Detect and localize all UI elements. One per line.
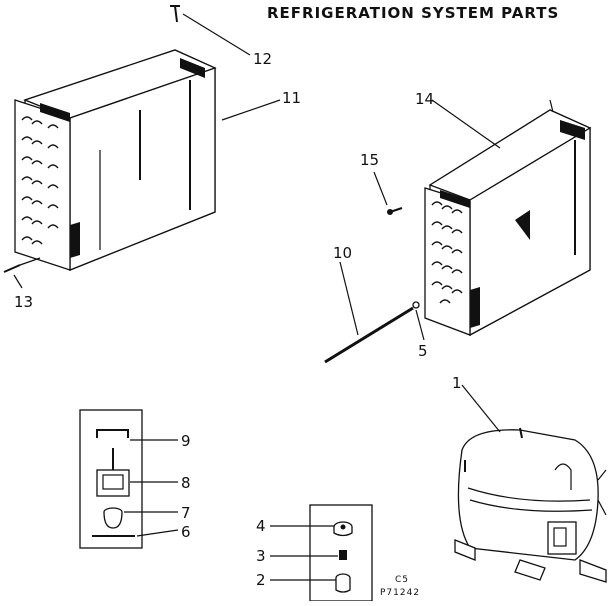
part-8-grommet — [96, 448, 130, 497]
part-9-clip — [96, 429, 129, 438]
callout-4: 4 — [256, 517, 266, 535]
coil-tubes-right — [431, 201, 463, 304]
part-12-screw — [170, 5, 180, 23]
part-14-coil-right — [424, 99, 592, 337]
callout-1: 1 — [452, 374, 462, 392]
callout-5: 5 — [418, 342, 428, 360]
leader-14 — [431, 99, 501, 149]
part-7-knob — [103, 507, 123, 529]
leader-10 — [339, 261, 359, 336]
leader-11 — [221, 99, 281, 121]
callout-14: 14 — [415, 90, 434, 108]
footer-code-top: C5 — [395, 575, 409, 585]
callout-3: 3 — [256, 547, 266, 565]
footer-code-bottom: P71242 — [380, 588, 420, 598]
part-2-fitting — [335, 573, 351, 593]
coil-tubes-left — [21, 116, 59, 245]
callout-13: 13 — [14, 293, 33, 311]
callout-6: 6 — [181, 523, 191, 541]
callout-2: 2 — [256, 571, 266, 589]
part-4-fitting — [333, 521, 353, 537]
inset-parts-2-4 — [309, 504, 373, 602]
part-1-compressor — [454, 427, 607, 583]
inset-parts-6-9 — [79, 409, 143, 549]
part-11-coil-left — [14, 49, 217, 271]
callout-7: 7 — [181, 504, 191, 522]
leader-6 — [136, 529, 179, 537]
callout-9: 9 — [181, 432, 191, 450]
leader-5 — [415, 309, 425, 341]
callout-12: 12 — [253, 50, 272, 68]
leader-15 — [373, 171, 388, 206]
part-15-screw — [387, 207, 403, 215]
diagram-title: REFRIGERATION SYSTEM PARTS — [267, 4, 559, 22]
part-3-nut — [339, 550, 347, 560]
part-13-screw — [3, 257, 41, 273]
callout-10: 10 — [333, 244, 352, 262]
leader-13 — [13, 274, 23, 289]
part-10-tube — [324, 301, 420, 364]
callout-8: 8 — [181, 474, 191, 492]
callout-11: 11 — [282, 89, 301, 107]
leader-12 — [182, 13, 251, 56]
callout-15: 15 — [360, 151, 379, 169]
leader-1 — [461, 384, 501, 433]
